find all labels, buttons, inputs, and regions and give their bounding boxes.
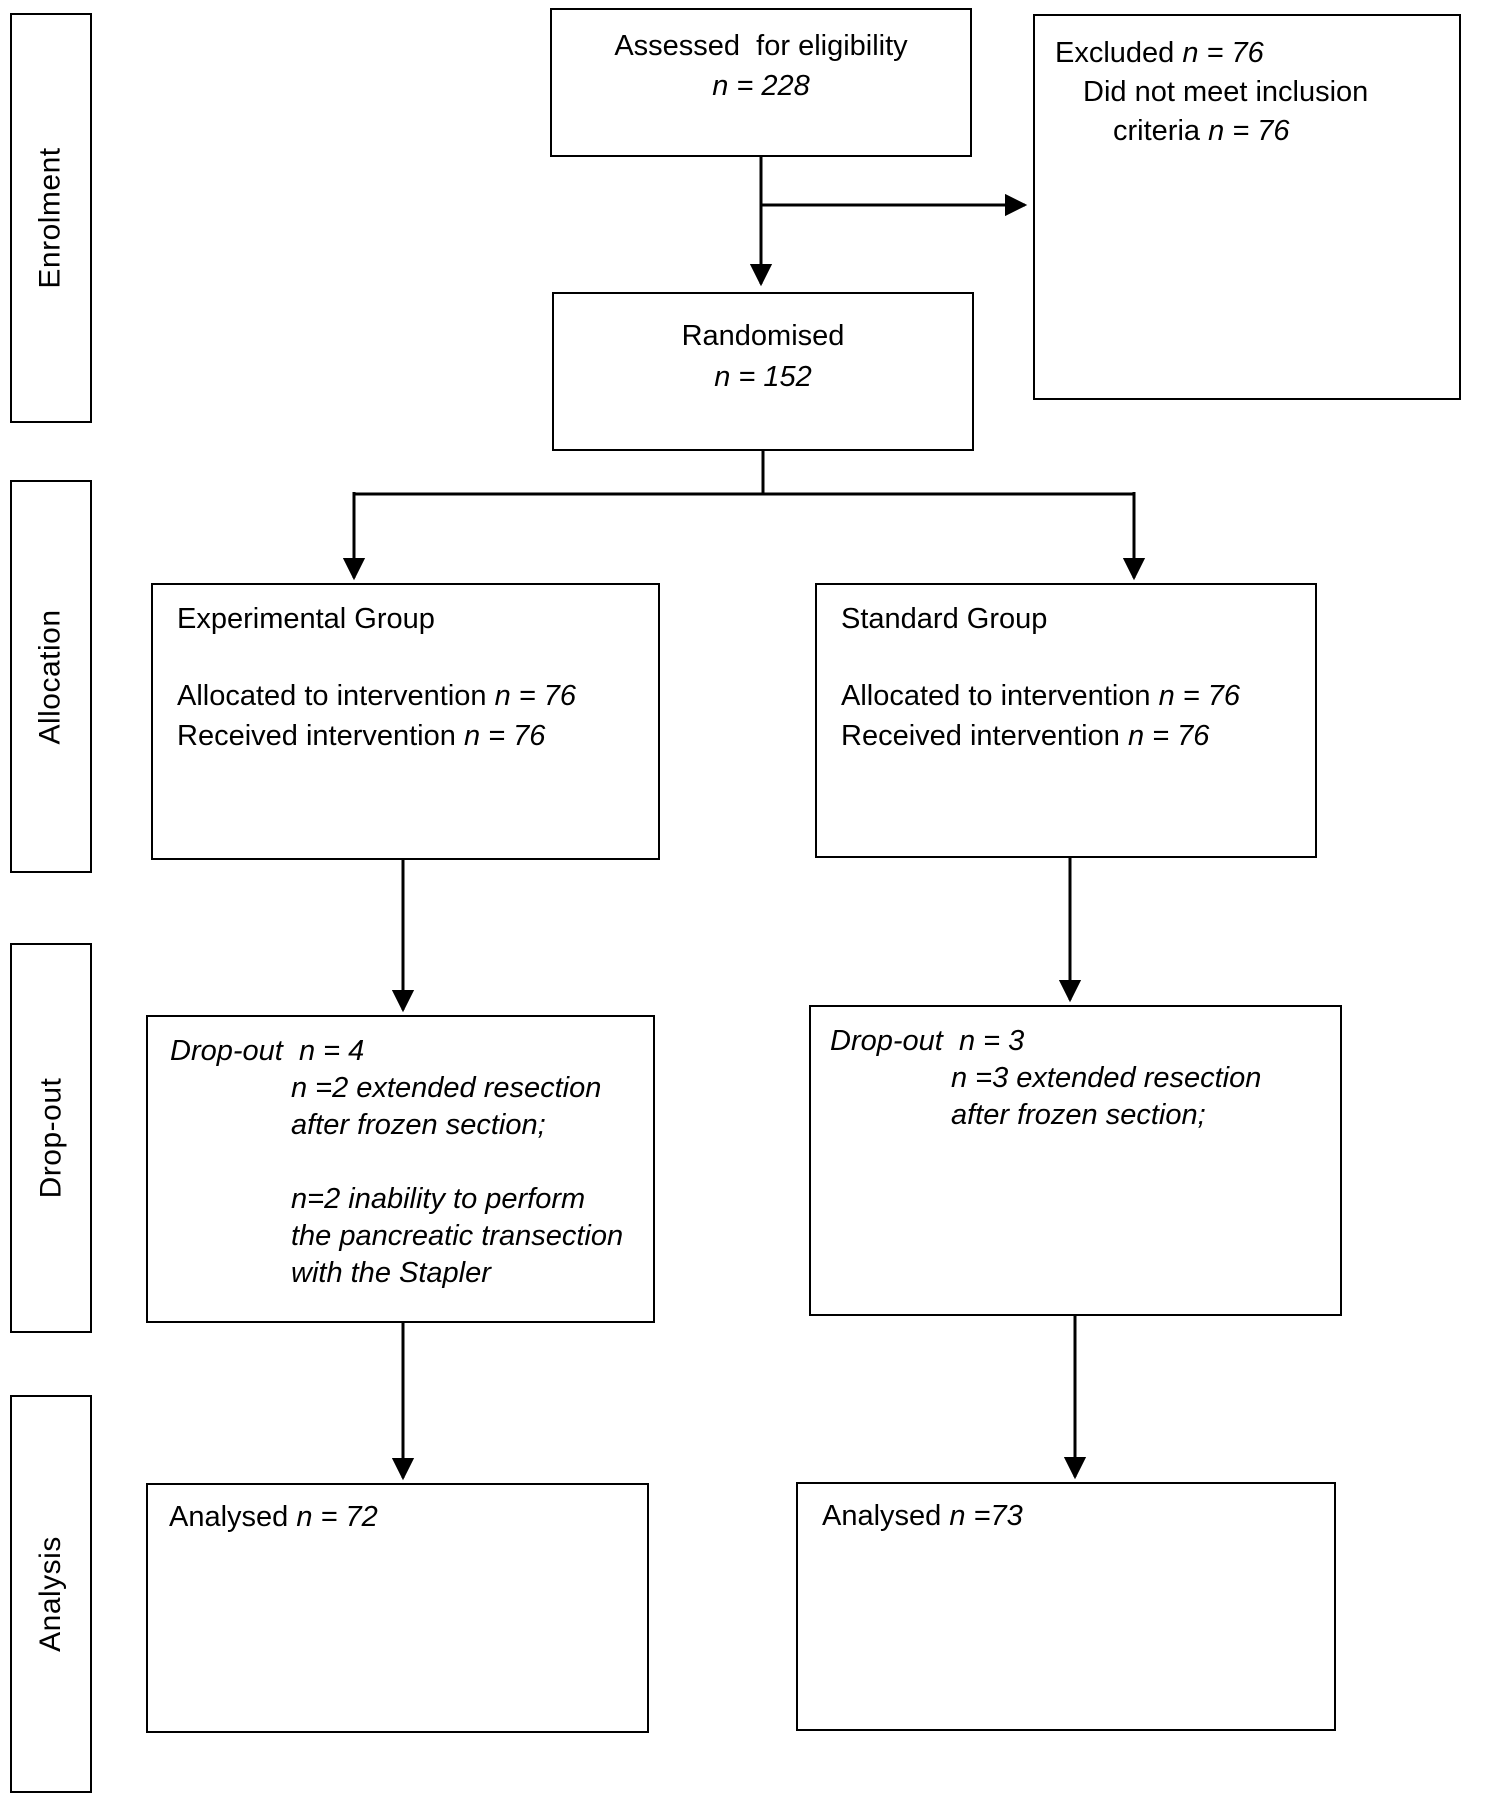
excluded-line3: criteria n = 76 xyxy=(1113,115,1290,147)
dropout-left-line xyxy=(170,1144,643,1181)
standard-group-box: Standard Group Allocated to intervention… xyxy=(815,583,1317,858)
stage-label-analysis-text: Analysis xyxy=(34,1536,67,1652)
randomised-title: Randomised xyxy=(681,320,845,352)
assessed-box: Assessed for eligibility n = 228 xyxy=(550,8,972,157)
stage-label-enrolment-text: Enrolment xyxy=(34,147,68,289)
dropout-left-line: the pancreatic transection xyxy=(291,1220,624,1252)
stage-label-allocation-text: Allocation xyxy=(34,608,68,745)
excluded-line1: Excluded n = 76 xyxy=(1055,37,1264,69)
stage-label-dropout-text: Drop-out xyxy=(34,1077,67,1199)
dropout-left-line: n =2 extended resection xyxy=(291,1072,602,1104)
dropout-right-header: Drop-out n = 3 xyxy=(830,1025,1025,1057)
dropout-right-box: Drop-out n = 3 n =3 extended resection a… xyxy=(809,1005,1342,1316)
excluded-line2: Did not meet inclusion xyxy=(1083,76,1369,108)
dropout-left-line: after frozen section; xyxy=(291,1109,546,1141)
dropout-right-line: n =3 extended resection xyxy=(951,1062,1262,1094)
experimental-received: Received intervention n = 76 xyxy=(177,720,546,752)
analysed-left-box: Analysed n = 72 xyxy=(146,1483,649,1733)
experimental-spacer xyxy=(177,639,644,676)
experimental-allocated: Allocated to intervention n = 76 xyxy=(177,680,577,712)
analysed-right-text: Analysed n =73 xyxy=(822,1500,1023,1532)
assessed-n: n = 228 xyxy=(712,70,810,102)
stage-label-enrolment: Enrolment xyxy=(10,13,92,423)
stage-label-dropout: Drop-out xyxy=(10,943,92,1333)
excluded-box: Excluded n = 76 Did not meet inclusion c… xyxy=(1033,14,1461,400)
dropout-right-line: after frozen section; xyxy=(951,1099,1206,1131)
stage-label-allocation: Allocation xyxy=(10,480,92,873)
experimental-group-box: Experimental Group Allocated to interven… xyxy=(151,583,660,860)
standard-received: Received intervention n = 76 xyxy=(841,720,1210,752)
randomised-box: Randomised n = 152 xyxy=(552,292,974,451)
dropout-left-header: Drop-out n = 4 xyxy=(170,1035,365,1067)
experimental-title: Experimental Group xyxy=(177,603,435,635)
standard-title: Standard Group xyxy=(841,603,1048,635)
dropout-left-line: with the Stapler xyxy=(291,1257,491,1289)
dropout-left-line: n=2 inability to perform xyxy=(291,1183,586,1215)
dropout-left-box: Drop-out n = 4 n =2 extended resection a… xyxy=(146,1015,655,1323)
stage-label-analysis: Analysis xyxy=(10,1395,92,1793)
standard-spacer xyxy=(841,639,1301,676)
standard-allocated: Allocated to intervention n = 76 xyxy=(841,680,1241,712)
analysed-right-box: Analysed n =73 xyxy=(796,1482,1336,1731)
analysed-left-text: Analysed n = 72 xyxy=(169,1501,378,1533)
assessed-title: Assessed for eligibility xyxy=(614,30,908,62)
randomised-n: n = 152 xyxy=(714,361,812,393)
